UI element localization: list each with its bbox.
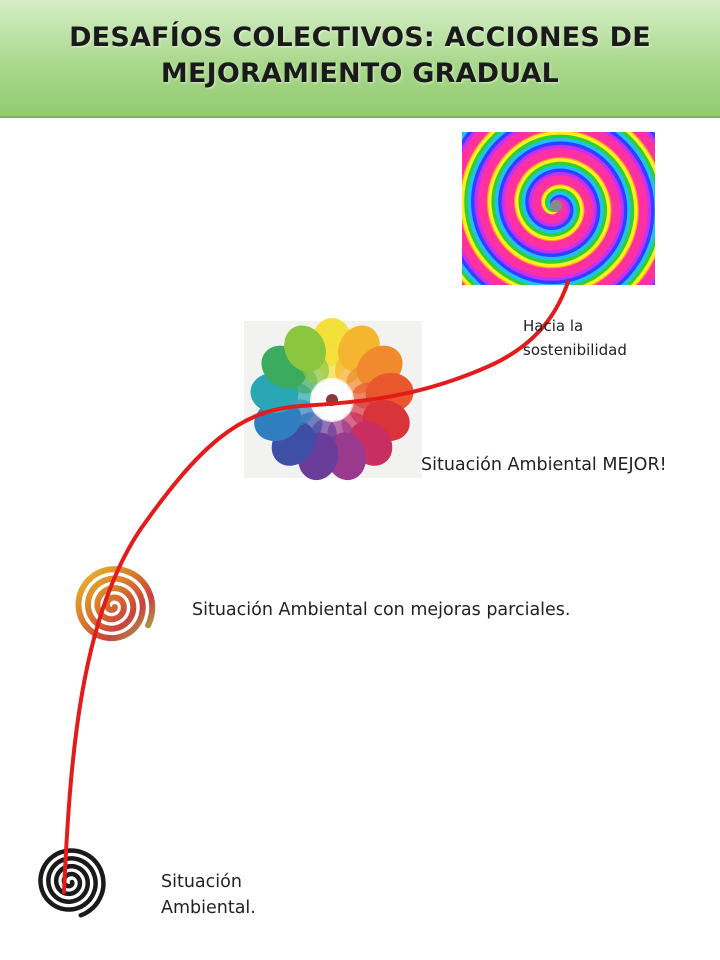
black-spiral-icon [38, 848, 106, 918]
label-sustainability-line-1: Hacia la [523, 317, 584, 335]
color-wheel-flower-icon [244, 318, 422, 481]
title-line-2: MEJORAMIENTO GRADUAL [160, 58, 560, 89]
label-better: Situación Ambiental MEJOR! [421, 455, 667, 475]
psychedelic-swirl-icon [462, 132, 655, 285]
improvement-path-line [62, 280, 570, 894]
label-base: Situación Ambiental. [161, 869, 256, 921]
page-title: DESAFÍOS COLECTIVOS: ACCIONES DE MEJORAM… [40, 20, 680, 92]
label-base-line-1: Situación [161, 872, 242, 892]
multicolor-spiral-icon [75, 566, 156, 642]
title-banner: DESAFÍOS COLECTIVOS: ACCIONES DE MEJORAM… [0, 0, 720, 118]
title-line-1: DESAFÍOS COLECTIVOS: ACCIONES DE [69, 22, 651, 53]
label-sustainability: Hacia la sostenibilidad [523, 314, 627, 362]
label-partial: Situación Ambiental con mejoras parciale… [192, 600, 571, 620]
label-sustainability-line-2: sostenibilidad [523, 341, 627, 359]
label-base-line-2: Ambiental. [161, 898, 256, 918]
